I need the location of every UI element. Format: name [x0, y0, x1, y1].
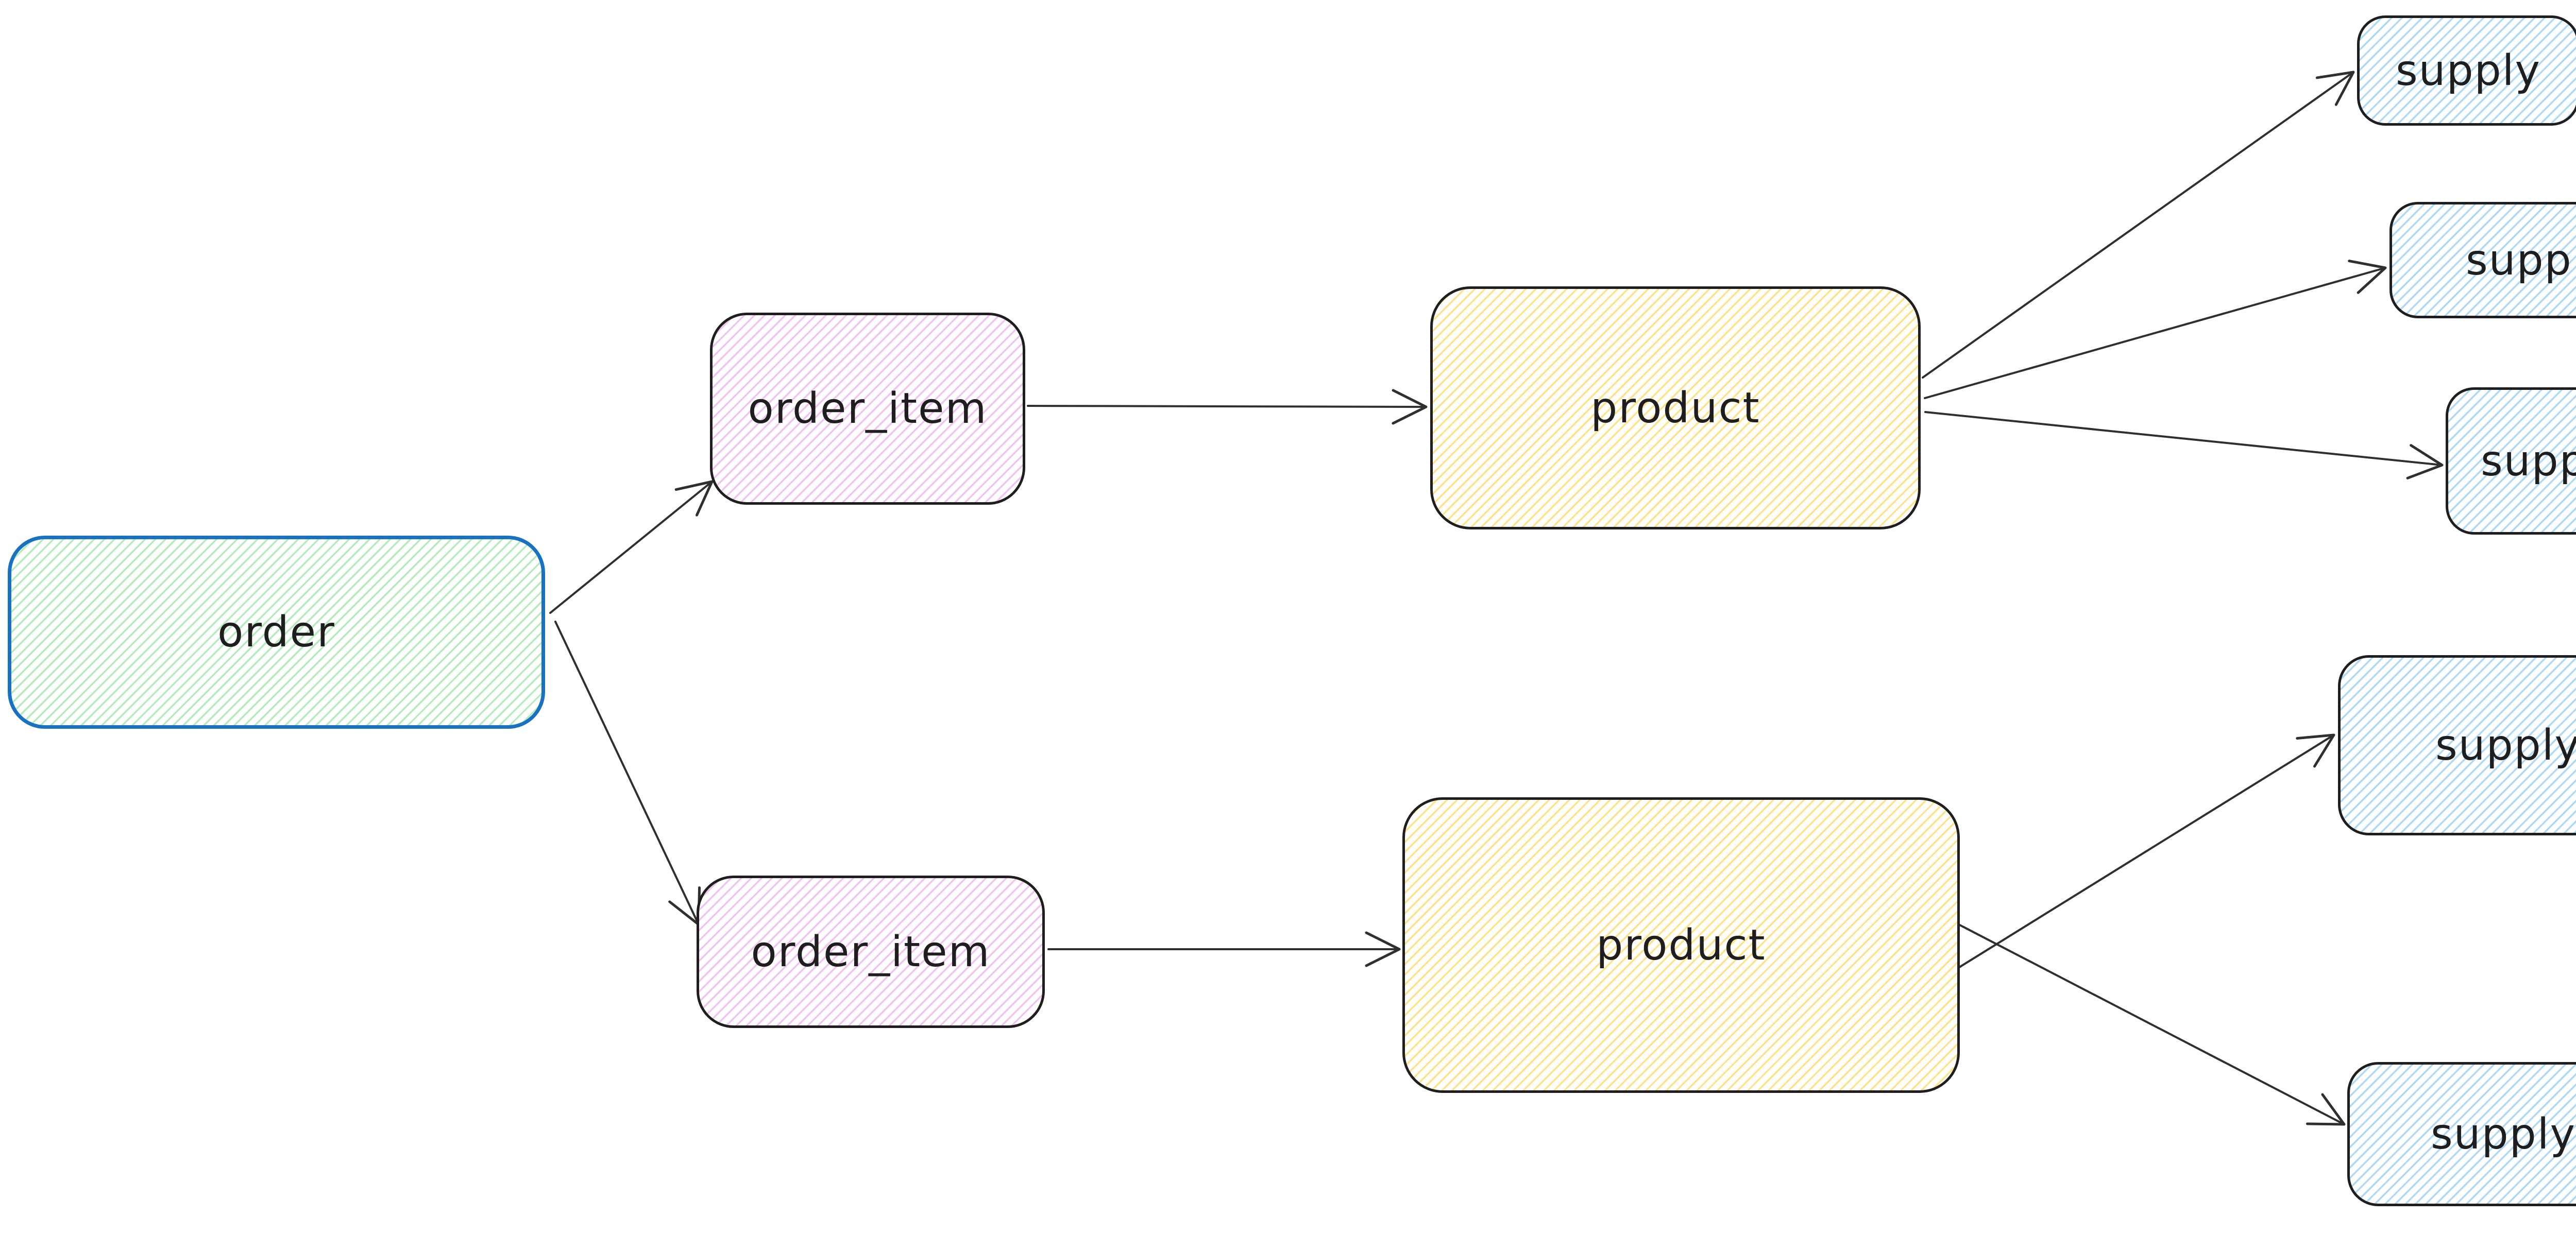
node-label-product: product — [1596, 920, 1766, 970]
edge-order-to-order-item-top[interactable] — [549, 480, 714, 614]
node-label-supply: supply — [2430, 1109, 2576, 1159]
node-supply-3[interactable]: supply — [2446, 387, 2576, 535]
node-label-order_item: order_item — [751, 927, 991, 977]
node-product-top[interactable]: product — [1430, 286, 1921, 529]
node-label-product: product — [1590, 383, 1760, 433]
node-label-order: order — [217, 608, 335, 657]
node-product-bottom[interactable]: product — [1402, 797, 1960, 1093]
edge-product-top-to-supply-1[interactable] — [1922, 71, 2355, 379]
node-label-order_item: order_item — [748, 384, 988, 433]
node-order-item-top[interactable]: order_item — [710, 313, 1025, 505]
node-order-item-bottom[interactable]: order_item — [697, 876, 1045, 1028]
edge-product-top-to-supply-2[interactable] — [1924, 260, 2387, 399]
node-label-supply: supply — [2465, 235, 2576, 285]
node-supply-1[interactable]: supply — [2357, 15, 2576, 126]
edge-product-bottom-to-supply-4[interactable] — [1958, 733, 2335, 968]
edge-product-bottom-to-supply-5[interactable] — [1957, 923, 2346, 1126]
edge-order-to-order-item-bottom[interactable] — [554, 621, 701, 926]
edge-order-item-top-to-product-top[interactable] — [1027, 389, 1428, 425]
node-supply-5[interactable]: supply — [2347, 1062, 2576, 1206]
node-label-supply: supply — [2480, 436, 2576, 486]
node-label-supply: supply — [2435, 721, 2576, 770]
node-order[interactable]: order — [8, 536, 545, 729]
edge-product-top-to-supply-3[interactable] — [1924, 411, 2444, 480]
node-supply-2[interactable]: supply — [2389, 202, 2576, 318]
node-label-supply: supply — [2395, 46, 2541, 95]
node-supply-4[interactable]: supply — [2338, 655, 2576, 835]
